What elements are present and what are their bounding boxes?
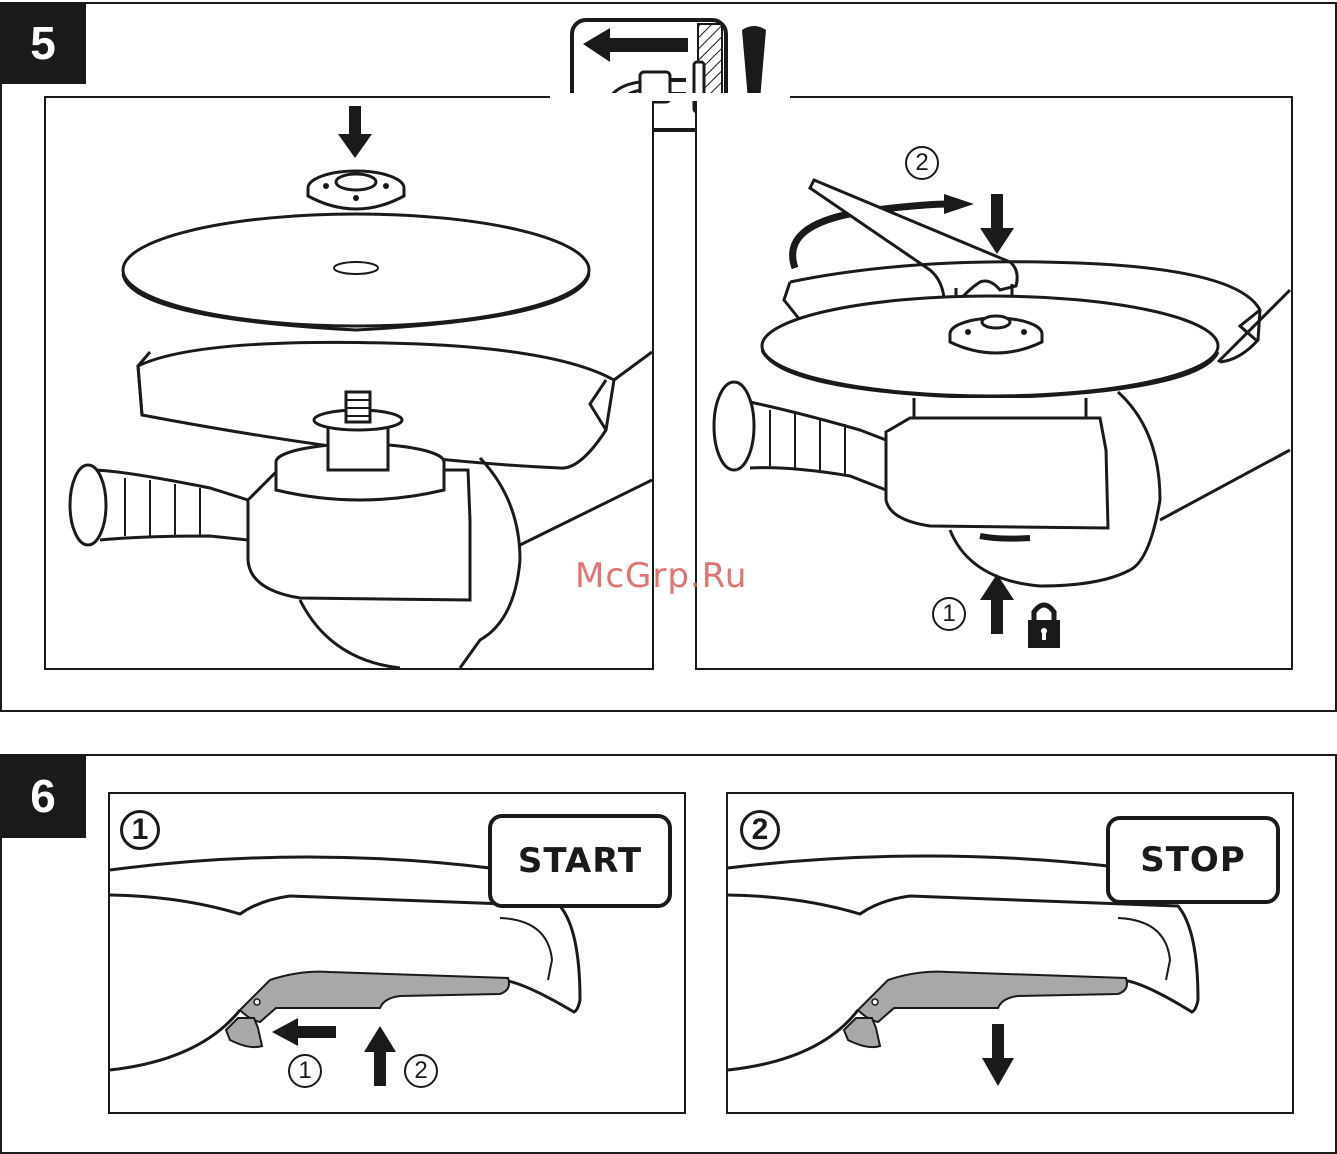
start-panel-index: 1	[120, 810, 160, 850]
start-step-label-1: 1	[288, 1054, 322, 1088]
lock-step-label: 1	[932, 597, 966, 631]
step-6-number: 6	[0, 754, 86, 838]
stop-panel-index: 2	[740, 810, 780, 850]
step-5-right-panel	[695, 96, 1293, 670]
rotate-step-label: 2	[905, 146, 939, 180]
step-5-number: 5	[0, 2, 86, 84]
start-badge: START	[488, 814, 672, 908]
stop-badge: STOP	[1106, 816, 1280, 904]
step-5-left-panel	[44, 96, 654, 670]
start-step-label-2: 2	[404, 1054, 438, 1088]
watermark-text: McGrp.Ru	[575, 556, 747, 596]
